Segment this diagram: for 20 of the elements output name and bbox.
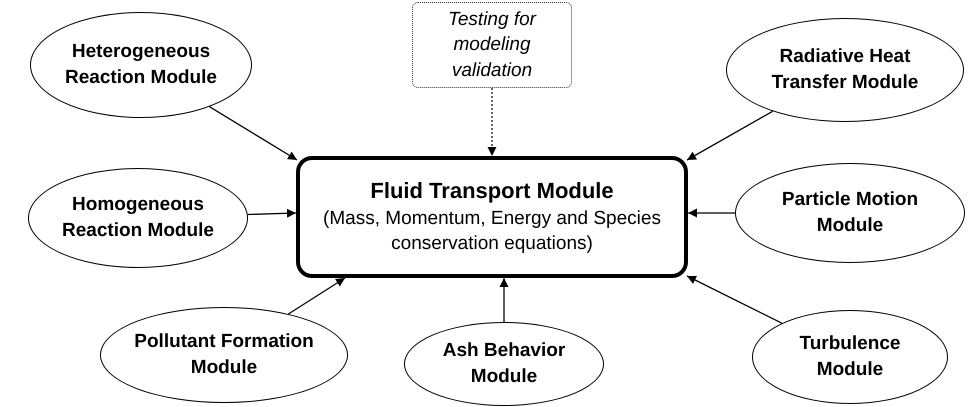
- arrow: [686, 275, 782, 324]
- arrow: [488, 88, 496, 156]
- module-label: Turbulence Module: [798, 332, 902, 382]
- arrow: [686, 110, 773, 161]
- arrow: [688, 208, 735, 218]
- module-label: Homogeneous Reaction Module: [60, 193, 215, 243]
- module-label: Ash Behavior Module: [442, 339, 566, 389]
- module-title: Fluid Transport Module: [370, 177, 614, 206]
- module-label: Radiative Heat Transfer Module: [770, 45, 920, 95]
- module-label: Pollutant Formation Module: [133, 330, 315, 380]
- arrow: [248, 208, 296, 218]
- arrow: [209, 106, 298, 161]
- module-label: Particle Motion Module: [780, 188, 920, 238]
- arrow: [500, 278, 508, 322]
- module-box: [296, 156, 688, 278]
- module-label: Heterogeneous Reaction Module: [64, 40, 218, 90]
- module-description: (Mass, Momentum, Energy and Species conservation equations): [322, 206, 662, 256]
- note-text: Testing for modeling validation: [446, 8, 538, 83]
- arrow: [288, 277, 346, 315]
- note-box: [412, 2, 572, 88]
